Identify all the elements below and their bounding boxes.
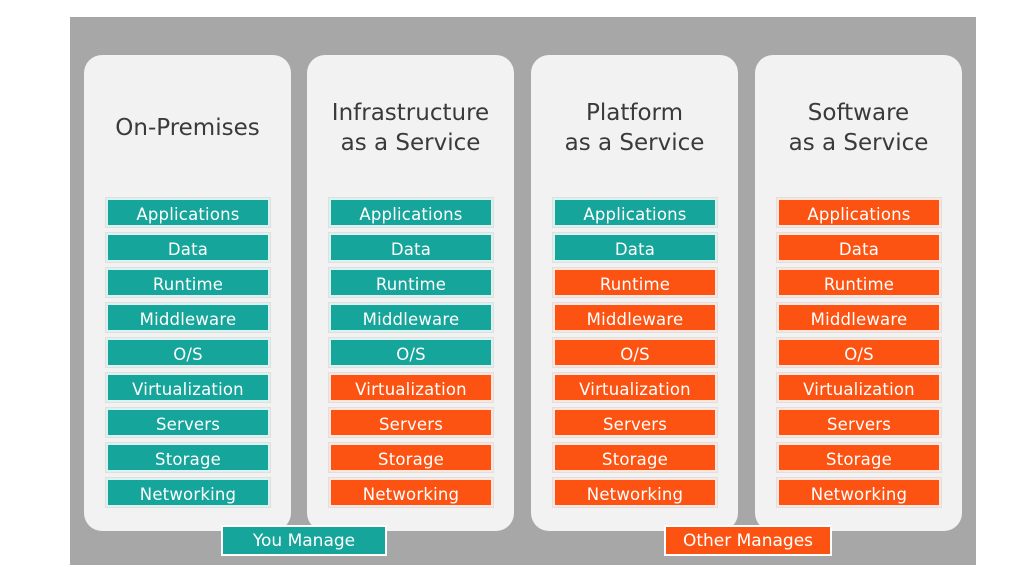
layer-data: Data (106, 233, 270, 262)
layer-applications: Applications (106, 198, 270, 227)
layer-applications: Applications (777, 198, 941, 227)
diagram-panel: On-Premises Applications Data Runtime Mi… (70, 17, 976, 565)
layer-data: Data (329, 233, 493, 262)
column-title: Infrastructure as a Service (331, 99, 490, 156)
column-on-premises: On-Premises Applications Data Runtime Mi… (84, 55, 291, 531)
layer-runtime: Runtime (329, 268, 493, 297)
layer-os: O/S (553, 338, 717, 367)
layer-middleware: Middleware (329, 303, 493, 332)
layer-virtualization: Virtualization (106, 373, 270, 402)
layer-servers: Servers (106, 408, 270, 437)
legend-other-manages: Other Manages (664, 525, 832, 556)
layer-runtime: Runtime (553, 268, 717, 297)
layer-networking: Networking (329, 478, 493, 507)
layer-middleware: Middleware (777, 303, 941, 332)
layer-virtualization: Virtualization (777, 373, 941, 402)
layer-data: Data (553, 233, 717, 262)
layer-virtualization: Virtualization (329, 373, 493, 402)
legend-you-manage: You Manage (221, 525, 387, 556)
column-title: On-Premises (115, 114, 260, 141)
layer-networking: Networking (777, 478, 941, 507)
layer-runtime: Runtime (106, 268, 270, 297)
column-paas: Platform as a Service Applications Data … (531, 55, 738, 531)
layer-servers: Servers (553, 408, 717, 437)
layer-networking: Networking (553, 478, 717, 507)
column-iaas: Infrastructure as a Service Applications… (307, 55, 514, 531)
column-title: Software as a Service (788, 99, 929, 156)
layer-storage: Storage (553, 443, 717, 472)
layer-runtime: Runtime (777, 268, 941, 297)
layer-networking: Networking (106, 478, 270, 507)
layer-applications: Applications (329, 198, 493, 227)
column-title: Platform as a Service (564, 99, 705, 156)
column-saas: Software as a Service Applications Data … (755, 55, 962, 531)
layer-os: O/S (106, 338, 270, 367)
layer-servers: Servers (329, 408, 493, 437)
layer-applications: Applications (553, 198, 717, 227)
layer-data: Data (777, 233, 941, 262)
layer-storage: Storage (777, 443, 941, 472)
layer-virtualization: Virtualization (553, 373, 717, 402)
layer-os: O/S (329, 338, 493, 367)
layer-middleware: Middleware (553, 303, 717, 332)
layer-storage: Storage (106, 443, 270, 472)
layer-os: O/S (777, 338, 941, 367)
layer-middleware: Middleware (106, 303, 270, 332)
layer-servers: Servers (777, 408, 941, 437)
layer-storage: Storage (329, 443, 493, 472)
